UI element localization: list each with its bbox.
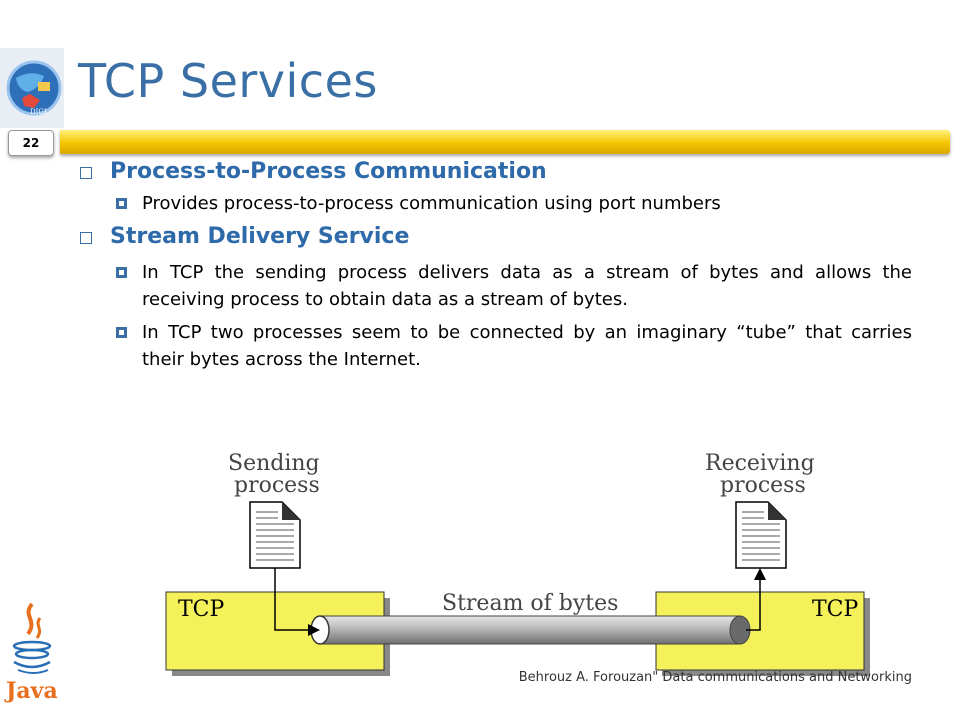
section-heading: Process-to-Process Communication — [76, 156, 912, 188]
page-title: TCP Services — [78, 54, 378, 108]
receiving-document-icon — [735, 501, 787, 569]
java-logo-icon: Java — [4, 602, 58, 704]
title-divider-bar — [60, 130, 950, 154]
square-bullet-icon — [116, 198, 127, 209]
receiving-process-label: Receiving — [705, 451, 815, 476]
tcp-left-label: TCP — [178, 597, 225, 622]
bullet-item: Provides process-to-process communicatio… — [116, 190, 912, 217]
byte-stream-tube — [310, 615, 751, 645]
bullet-item: In TCP the sending process delivers data… — [116, 259, 912, 313]
receiving-arrow — [746, 568, 766, 631]
section-heading: Stream Delivery Service — [76, 221, 912, 253]
java-wordmark: Java — [4, 678, 58, 704]
slide-number: 22 — [8, 130, 54, 156]
tcp-stream-diagram: Sending process Receiving process — [165, 451, 870, 676]
slide-content: Process-to-Process Communication Provide… — [76, 156, 912, 373]
stream-of-bytes-label: Stream of bytes — [442, 591, 618, 616]
globe-logo-icon: DIGI — [0, 48, 64, 128]
hollow-square-bullet-icon — [80, 167, 92, 179]
bullet-item: In TCP two processes seem to be connecte… — [116, 319, 912, 373]
tcp-right-label: TCP — [812, 597, 859, 622]
square-bullet-icon — [116, 327, 127, 338]
sending-document-icon — [249, 501, 301, 569]
sending-process-label: Sending — [228, 451, 320, 476]
footer-citation: Behrouz A. Forouzan" Data communications… — [518, 670, 912, 685]
sending-process-label-2: process — [234, 473, 320, 498]
svg-text:DIGI: DIGI — [30, 108, 47, 116]
receiving-process-label-2: process — [720, 473, 806, 498]
sending-arrow — [274, 568, 320, 636]
square-bullet-icon — [116, 267, 127, 278]
hollow-square-bullet-icon — [80, 232, 92, 244]
